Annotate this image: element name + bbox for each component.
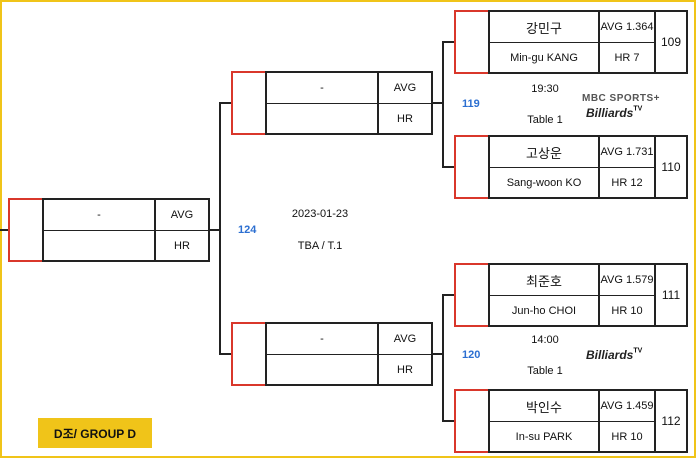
- final-slot: - AVG HR: [8, 198, 210, 262]
- semi-top-vertical-line: [442, 41, 444, 167]
- group-badge: D조/ GROUP D: [38, 418, 152, 448]
- player4-in-line: [442, 420, 454, 422]
- semi-bottom-time: 14:00: [531, 334, 559, 346]
- semi-top-in-line: [219, 102, 231, 104]
- semi-bottom-vertical-line: [442, 294, 444, 421]
- final-venue: TBA / T.1: [297, 240, 343, 252]
- player-name-en: Jun-ho CHOI: [511, 305, 577, 317]
- left-stub-line: [0, 229, 8, 231]
- player-accent: [454, 135, 488, 199]
- final-avg: AVG: [170, 209, 194, 221]
- player-accent: [454, 263, 488, 327]
- final-date: 2023-01-23: [291, 208, 349, 220]
- player-avg: AVG 1.731: [600, 146, 654, 158]
- semi-bottom-hr: HR: [397, 364, 413, 376]
- player-slot-112: 박인수 In-su PARK AVG 1.459 HR 10 112: [454, 389, 688, 453]
- semi-top-match-number: 119: [462, 98, 480, 110]
- semi-bottom-in-line: [219, 353, 231, 355]
- player-hr: HR 7: [614, 52, 640, 64]
- player-accent: [454, 389, 488, 453]
- billiards-tv-logo: BilliardsTV: [586, 105, 643, 120]
- player-hr: HR 10: [611, 431, 643, 443]
- semi-bottom-table: Table 1: [527, 365, 563, 377]
- semi-top-slot: - AVG HR: [231, 71, 433, 135]
- final-accent: [8, 198, 42, 262]
- semi-top-time: 19:30: [531, 83, 559, 95]
- final-out-line: [208, 229, 220, 231]
- player-slot-110: 고상운 Sang-woon KO AVG 1.731 HR 12 110: [454, 135, 688, 199]
- player-accent: [454, 10, 488, 74]
- player-name-en: Min-gu KANG: [510, 52, 578, 64]
- player-name-en: Sang-woon KO: [506, 177, 582, 189]
- final-hr: HR: [174, 240, 190, 252]
- semi-top-avg: AVG: [393, 82, 417, 94]
- player-avg: AVG 1.459: [600, 400, 654, 412]
- player1-in-line: [442, 41, 454, 43]
- final-vertical-line: [219, 102, 221, 354]
- semi-bottom-slot: - AVG HR: [231, 322, 433, 386]
- player-hr: HR 12: [611, 177, 643, 189]
- player-slot-111: 최준호 Jun-ho CHOI AVG 1.579 HR 10 111: [454, 263, 688, 327]
- player-seed-number: 110: [661, 160, 681, 174]
- player-name-kr: 고상운: [526, 145, 562, 161]
- player-seed-number: 109: [660, 35, 682, 49]
- semi-bottom-avg: AVG: [393, 333, 417, 345]
- semi-top-hr: HR: [397, 113, 413, 125]
- player-name-en: In-su PARK: [515, 431, 573, 443]
- player-avg: AVG 1.579: [600, 274, 654, 286]
- semi-bottom-accent: [231, 322, 265, 386]
- mbc-sports-logo: MBC SPORTS+: [582, 93, 661, 104]
- player-avg: AVG 1.364: [600, 21, 654, 33]
- final-player-name: -: [97, 209, 101, 221]
- player-slot-109: 강민구 Min-gu KANG AVG 1.364 HR 7 109: [454, 10, 688, 74]
- player-name-kr: 최준호: [526, 273, 562, 289]
- player-name-kr: 박인수: [526, 399, 562, 415]
- semi-bottom-player-name: -: [320, 333, 324, 345]
- player-seed-number: 111: [661, 288, 681, 302]
- player-hr: HR 10: [611, 305, 643, 317]
- semi-top-table: Table 1: [527, 114, 563, 126]
- semi-top-out-line: [431, 102, 443, 104]
- player-name-kr: 강민구: [526, 20, 562, 36]
- semi-bottom-match-number: 120: [462, 349, 481, 361]
- final-match-number: 124: [238, 224, 257, 236]
- player-seed-number: 112: [661, 414, 681, 428]
- semi-top-player-name: -: [320, 82, 324, 94]
- player2-in-line: [442, 166, 454, 168]
- semi-bottom-out-line: [431, 353, 443, 355]
- billiards-tv-logo-bottom: BilliardsTV: [586, 347, 643, 362]
- player3-in-line: [442, 294, 454, 296]
- semi-top-accent: [231, 71, 265, 135]
